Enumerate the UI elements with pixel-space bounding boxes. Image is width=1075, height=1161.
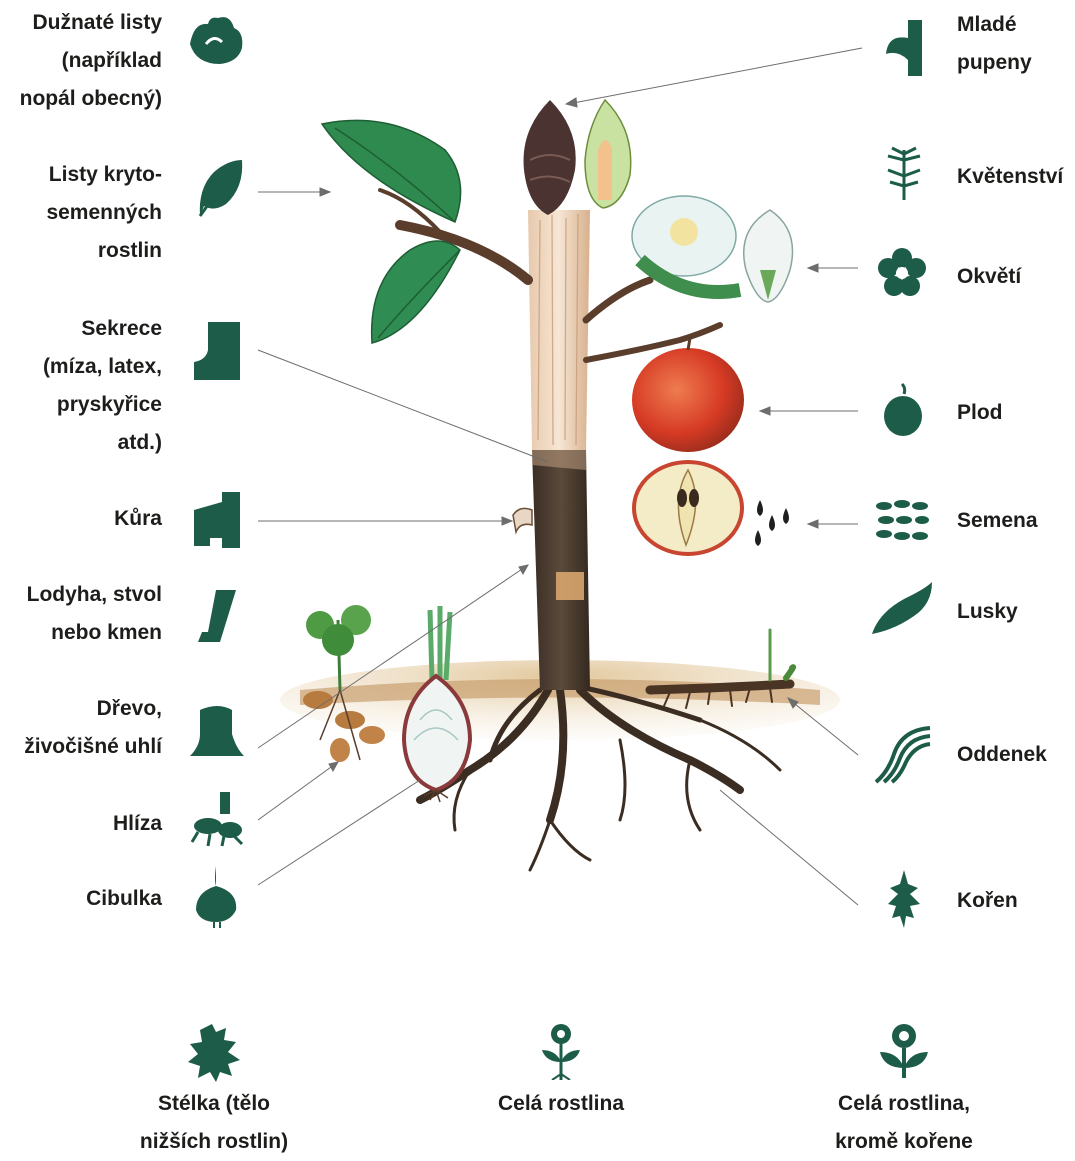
seed-drops <box>755 500 789 546</box>
trunk-lower <box>532 450 590 690</box>
plant-without-root-icon <box>878 1022 930 1080</box>
trunk-upper <box>528 210 590 450</box>
bulb-icon <box>194 866 240 928</box>
label-whole-plant: Celá rostlina <box>461 1085 661 1123</box>
thallus-icon <box>186 1022 242 1084</box>
label-succulent-leaves: Dužnaté listy (například nopál obecný) <box>20 4 162 118</box>
label-inflorescence: Květenství <box>957 158 1063 196</box>
label-root: Kořen <box>957 882 1018 920</box>
sap-icon <box>192 322 244 380</box>
onion-illustration <box>404 606 470 802</box>
label-stem: Lodyha, stvol nebo kmen <box>27 576 162 652</box>
bark-icon <box>192 490 244 550</box>
label-fruit: Plod <box>957 394 1003 432</box>
stem-icon <box>194 588 242 646</box>
bud-icon <box>884 20 926 76</box>
tuber-icon <box>188 792 246 848</box>
label-bark: Kůra <box>114 500 162 538</box>
whole-plant-icon <box>540 1022 582 1080</box>
apple-illustration <box>632 338 744 554</box>
wood-stump-icon <box>188 704 246 762</box>
pod-icon <box>870 580 934 636</box>
flowers <box>632 196 793 302</box>
label-angiosperm-leaves: Listy kryto- semenných rostlin <box>46 156 162 270</box>
rhizome-icon <box>872 724 932 784</box>
inflorescence-icon <box>882 146 926 202</box>
label-perianth: Okvětí <box>957 258 1021 296</box>
label-thallus: Stélka (tělo nižších rostlin) <box>114 1085 314 1161</box>
label-pods: Lusky <box>957 593 1018 631</box>
fruit-icon <box>882 382 924 438</box>
label-rhizome: Oddenek <box>957 736 1047 774</box>
label-seeds: Semena <box>957 502 1038 540</box>
label-bulb: Cibulka <box>86 880 162 918</box>
root-icon <box>886 870 922 930</box>
label-wood: Dřevo, živočišné uhlí <box>24 690 162 766</box>
flower-icon <box>878 248 926 296</box>
label-secretion: Sekrece (míza, latex, pryskyřice atd.) <box>43 310 162 462</box>
label-young-buds: Mladé pupeny <box>957 6 1032 82</box>
seeds-icon <box>874 498 930 548</box>
succulent-leaf-icon <box>186 14 248 68</box>
label-tuber: Hlíza <box>113 805 162 843</box>
leaf-icon <box>196 158 246 220</box>
bud-illustration <box>524 100 631 215</box>
label-plant-without-root: Celá rostlina, kromě kořene <box>784 1085 1024 1161</box>
